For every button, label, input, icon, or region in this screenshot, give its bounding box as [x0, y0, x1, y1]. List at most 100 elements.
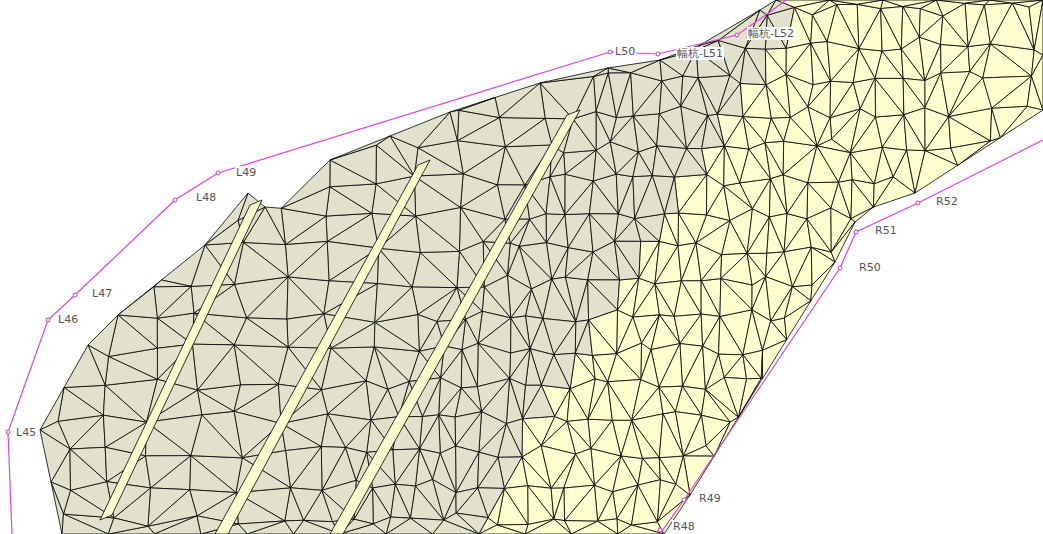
point-label: L48 [195, 191, 217, 204]
mesh-triangle [393, 449, 420, 484]
mesh-triangle [546, 214, 565, 243]
mesh-triangle [808, 182, 839, 208]
mesh-triangle [618, 525, 664, 534]
mesh-triangle [461, 350, 477, 388]
mesh-triangle [377, 248, 412, 287]
mesh-triangle [234, 384, 278, 411]
mesh-triangle [701, 279, 721, 317]
mesh-triangle [720, 279, 752, 317]
mesh-triangle [154, 280, 191, 287]
mesh-triangle [784, 219, 811, 252]
mesh-triangle [992, 106, 1027, 137]
mesh-triangle [439, 378, 461, 415]
point-label: L47 [91, 287, 113, 300]
mesh-triangle [197, 390, 234, 415]
mesh-triangle [105, 357, 157, 386]
mesh-triangle [682, 346, 705, 389]
mesh-triangle [792, 247, 812, 286]
mesh-triangle [234, 345, 278, 385]
point-label: 幅杭-L52 [747, 27, 795, 40]
mesh-triangle [1031, 55, 1043, 110]
mesh-triangle [565, 485, 598, 521]
survey-point [735, 33, 739, 37]
mesh-triangle [455, 412, 482, 446]
mesh-triangle [376, 136, 414, 176]
mesh-triangle [724, 146, 740, 186]
mesh-triangle [592, 355, 607, 381]
mesh-triangle [589, 214, 618, 241]
mesh-triangle [655, 246, 681, 284]
mesh-triangle [838, 180, 852, 219]
mesh-triangle [190, 456, 236, 493]
mesh-triangle [787, 183, 808, 219]
mesh-triangle [564, 454, 595, 488]
mesh-triangle [290, 488, 322, 520]
mesh-triangle [608, 354, 641, 382]
mesh-triangle [287, 314, 324, 347]
mesh-triangle [674, 148, 706, 177]
survey-point [854, 230, 858, 234]
mesh-triangle [456, 488, 488, 518]
mesh-triangle [70, 449, 107, 490]
mesh-triangle [903, 0, 936, 9]
mesh-triangle [614, 241, 640, 278]
mesh-triangle [784, 247, 811, 286]
mesh-triangle [678, 174, 706, 214]
mesh-triangle [571, 521, 617, 534]
mesh-triangle [807, 208, 831, 252]
mesh-triangle [546, 215, 568, 248]
mesh-triangle [523, 385, 555, 419]
mesh-triangle [765, 141, 784, 175]
mesh-triangle [554, 322, 576, 355]
mesh-triangle [707, 146, 725, 186]
mesh-triangle [664, 213, 678, 246]
point-label: L46 [57, 313, 79, 326]
mesh-triangle [925, 44, 941, 80]
mesh-triangle [568, 214, 593, 252]
mesh-triangle [681, 281, 701, 314]
mesh-triangle [747, 217, 769, 253]
mesh-triangle [632, 420, 660, 458]
mesh-triangle [589, 181, 618, 214]
mesh-triangle [903, 78, 925, 107]
mesh-triangle [705, 389, 738, 422]
boundary-line [8, 0, 786, 534]
mesh-triangle [51, 482, 63, 534]
mesh-triangle [321, 447, 345, 491]
mesh-triangle [525, 519, 554, 534]
mesh-triangle [635, 176, 665, 219]
mesh-triangle [904, 108, 925, 151]
mesh-triangle [589, 320, 617, 356]
mesh-triangle [951, 141, 991, 165]
mesh-triangle [543, 279, 576, 322]
mesh-triangle [567, 389, 588, 422]
mesh-triangle [118, 287, 157, 318]
mesh-triangle [740, 48, 766, 85]
mesh-triangle [860, 78, 875, 117]
mesh-triangle [743, 350, 763, 378]
mesh-triangle [941, 47, 970, 73]
boundary-line [660, 140, 1043, 534]
mesh-triangle [659, 414, 683, 458]
point-label: L50 [614, 45, 636, 58]
mesh-triangle [1034, 0, 1043, 55]
mesh-triangle [591, 420, 621, 456]
mesh-triangle [488, 488, 504, 524]
mesh-triangle [838, 153, 852, 182]
mesh-triangle [287, 277, 324, 319]
mesh-triangle [321, 414, 345, 448]
mesh-triangle [633, 81, 661, 116]
mesh-triangle [633, 152, 652, 177]
mesh-triangle [281, 424, 321, 451]
mesh-triangle [680, 314, 703, 346]
mesh-triangle [875, 78, 904, 114]
survey-point [658, 528, 662, 532]
mesh-triangle [765, 49, 786, 85]
mesh-triangle [40, 388, 64, 431]
mesh-triangle [375, 284, 412, 323]
mesh-triangle [850, 147, 882, 184]
mesh-triangle [965, 0, 990, 5]
mesh-triangle [664, 177, 678, 214]
mesh-triangle [719, 316, 743, 354]
mesh-triangle [523, 385, 542, 419]
